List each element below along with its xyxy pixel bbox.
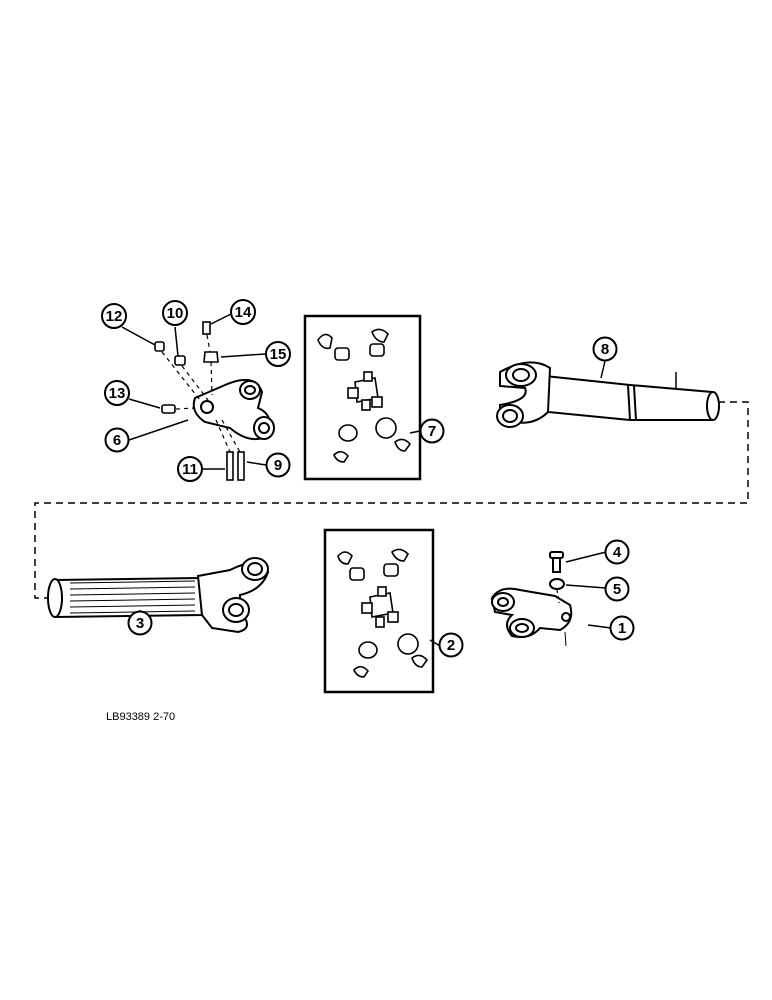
callout-9: 9: [265, 452, 291, 478]
callout-15: 15: [265, 341, 291, 367]
leader-lines: [121, 313, 612, 647]
callout-7: 7: [419, 418, 445, 444]
callout-2: 2: [438, 632, 464, 658]
callout-label: 9: [274, 457, 282, 474]
callout-label: 1: [618, 620, 626, 637]
front-yoke: [490, 551, 573, 638]
callout-3: 3: [127, 610, 153, 636]
callout-label: 4: [613, 544, 622, 561]
callout-label: 10: [167, 305, 184, 322]
shaft-connection-dashed-line: [34, 401, 749, 599]
callout-10: 10: [162, 300, 188, 326]
callout-label: 15: [270, 346, 287, 363]
callout-8: 8: [592, 336, 618, 362]
figure-reference: LB93389 2-70: [106, 711, 175, 723]
callout-label: 7: [428, 423, 436, 440]
callout-label: 5: [613, 581, 621, 598]
callout-label: 3: [136, 615, 144, 632]
yoke-hardware: [154, 321, 245, 481]
callout-label: 2: [447, 637, 455, 654]
splined-slip-yoke: [47, 557, 270, 634]
u-joint-kit-2-parts: [337, 548, 429, 678]
bolt-dash-line: [556, 589, 560, 604]
callout-label: 8: [601, 341, 609, 358]
callout-11: 11: [177, 456, 203, 482]
callout-label: 6: [113, 432, 121, 449]
callout-label: 12: [106, 308, 123, 325]
yoke-and-tube-shaft: [496, 361, 720, 428]
end-yoke-assembly: [192, 378, 275, 441]
callout-label: 14: [235, 304, 252, 321]
callout-14: 14: [230, 299, 256, 325]
callout-12: 12: [101, 303, 127, 329]
hardware-dash-lines: [161, 334, 241, 453]
callout-6: 6: [104, 427, 130, 453]
callout-5: 5: [604, 576, 630, 602]
callout-label: 11: [182, 461, 198, 478]
callout-4: 4: [604, 539, 630, 565]
part1-tick-line: [564, 631, 567, 647]
callout-13: 13: [104, 380, 130, 406]
u-joint-kit-7-parts: [317, 328, 412, 463]
callout-label: 13: [109, 385, 126, 402]
callout-1: 1: [609, 615, 635, 641]
